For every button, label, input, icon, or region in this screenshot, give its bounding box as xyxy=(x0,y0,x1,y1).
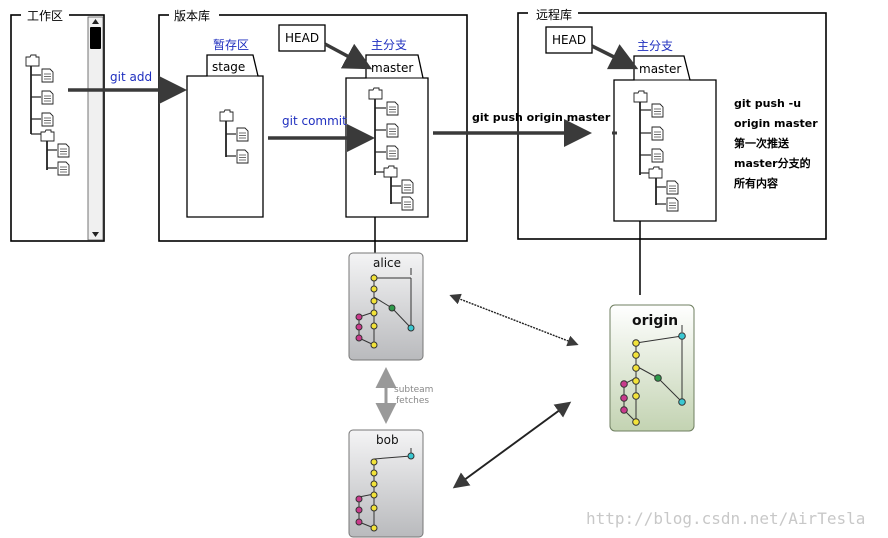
stage-file-tree xyxy=(219,109,249,164)
note-line-3: 第一次推送 xyxy=(734,136,790,150)
origin-commit-graph xyxy=(620,325,686,426)
fetches-label: fetches xyxy=(396,396,429,406)
bob-label: bob xyxy=(376,433,399,447)
stage-label: 暂存区 xyxy=(213,38,249,52)
workspace-file-tree xyxy=(25,54,70,176)
note-line-2: origin master xyxy=(734,117,818,130)
remote-head-pointer: HEAD xyxy=(545,26,639,70)
workspace-title: 工作区 xyxy=(27,9,63,23)
alice-repo-card: alice xyxy=(348,252,424,361)
alice-label: alice xyxy=(373,256,401,270)
subteam-label: subteam xyxy=(394,385,433,395)
git-commit-label: git commit xyxy=(282,114,347,128)
repository-title: 版本库 xyxy=(174,8,210,23)
remote-head-label: HEAD xyxy=(552,33,586,47)
remote-branch-tab: master xyxy=(639,62,681,76)
alice-origin-sync-arrow xyxy=(449,293,579,347)
git-commit-arrow: git commit xyxy=(268,114,375,152)
note-line-4: master分支的 xyxy=(734,156,811,170)
remote-title: 远程库 xyxy=(536,7,572,22)
remote-file-tree xyxy=(633,90,679,212)
subteam-fetches-arrow: subteam fetches xyxy=(375,367,433,424)
origin-label: origin xyxy=(632,313,678,329)
local-head-pointer: HEAD xyxy=(278,24,373,70)
repository-panel: 版本库 暂存区 stage 主分支 master xyxy=(158,8,468,242)
local-branch-tab: master xyxy=(371,61,413,75)
git-add-arrow: git add xyxy=(68,70,187,104)
local-file-tree xyxy=(368,87,414,211)
bob-commit-graph xyxy=(355,448,415,532)
bob-origin-sync-arrow xyxy=(452,401,572,489)
remote-branch-label: 主分支 xyxy=(637,39,673,53)
workspace-panel: 工作区 xyxy=(10,8,105,242)
local-head-label: HEAD xyxy=(285,31,319,45)
workspace-scrollbar[interactable] xyxy=(87,16,104,241)
scroll-down-arrow-icon[interactable] xyxy=(92,232,99,237)
git-push-label: git push origin master xyxy=(472,111,611,124)
scroll-up-arrow-icon[interactable] xyxy=(92,19,99,24)
note-line-1: git push -u xyxy=(734,97,801,110)
git-push-arrow: git push origin master xyxy=(433,111,617,147)
push-note: git push -u origin master 第一次推送 master分支… xyxy=(734,97,818,190)
local-branch-label: 主分支 xyxy=(371,38,407,52)
remote-master-branch: 主分支 master xyxy=(613,39,717,222)
origin-repo-card: origin xyxy=(609,304,695,432)
scroll-thumb[interactable] xyxy=(90,27,101,49)
watermark: http://blog.csdn.net/AirTesla xyxy=(586,509,865,528)
alice-commit-graph xyxy=(355,268,415,349)
bob-repo-card: bob xyxy=(348,429,424,538)
stage-tab: stage xyxy=(212,60,245,74)
local-master-branch: 主分支 master xyxy=(345,38,429,218)
note-line-5: 所有内容 xyxy=(734,176,778,190)
stage-area: 暂存区 stage xyxy=(186,38,264,218)
git-add-label: git add xyxy=(110,70,152,84)
